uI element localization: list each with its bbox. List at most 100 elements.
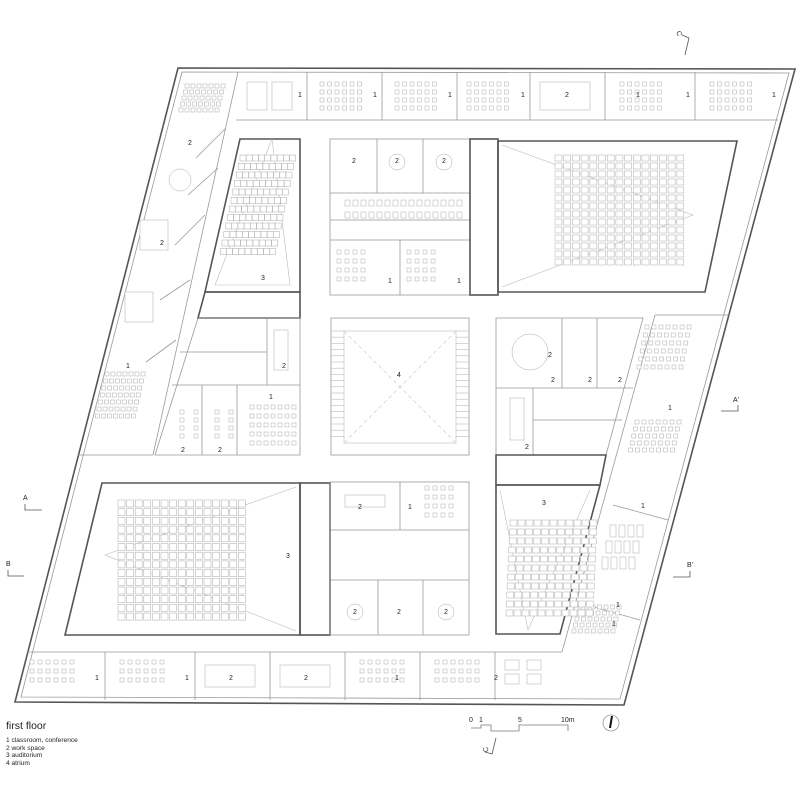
seat — [598, 234, 606, 242]
seat — [481, 97, 487, 103]
seat — [642, 89, 647, 95]
seat — [104, 371, 110, 377]
seat — [532, 555, 540, 563]
seat — [531, 573, 539, 581]
seat — [227, 239, 235, 247]
seat — [169, 543, 177, 551]
seat — [607, 616, 612, 622]
seat — [357, 81, 362, 87]
seat — [248, 171, 256, 179]
seat — [586, 600, 594, 608]
seat — [580, 154, 589, 162]
seat — [277, 440, 283, 446]
seat — [104, 399, 109, 405]
seat — [135, 659, 141, 665]
room-number-label: 1 — [457, 278, 461, 285]
seat — [152, 543, 160, 551]
seat — [117, 517, 126, 525]
seat — [220, 83, 226, 89]
seat — [152, 525, 160, 534]
seat — [225, 222, 232, 230]
seat — [641, 178, 650, 186]
seat — [514, 591, 523, 599]
seat — [160, 612, 169, 621]
seat — [615, 194, 624, 202]
seat — [203, 525, 212, 534]
seat — [589, 250, 598, 258]
seat — [195, 534, 203, 543]
seat — [424, 211, 431, 219]
seat — [578, 600, 586, 608]
seat — [246, 180, 254, 187]
seat — [739, 89, 745, 95]
seat — [244, 248, 252, 255]
seat — [641, 234, 650, 242]
seat — [127, 668, 133, 674]
section-label: A' — [733, 397, 739, 404]
seat — [572, 258, 580, 266]
seat — [126, 543, 134, 551]
conference-table — [246, 81, 268, 111]
seat — [235, 205, 242, 213]
seat — [422, 276, 428, 282]
seat — [671, 364, 677, 370]
seat — [134, 517, 143, 525]
seat — [232, 248, 239, 255]
seat — [195, 560, 203, 569]
room-number-label: 2 — [353, 609, 357, 616]
seat — [424, 503, 430, 509]
seat — [615, 202, 624, 210]
seat — [169, 508, 177, 516]
seat — [267, 171, 274, 179]
room-number-label: 3 — [542, 500, 546, 507]
seat — [666, 356, 671, 362]
seat — [646, 348, 652, 354]
seat — [284, 413, 290, 419]
seat — [160, 499, 169, 508]
seat — [650, 364, 656, 370]
seat — [580, 555, 588, 563]
seat — [29, 677, 35, 683]
seat — [563, 242, 571, 250]
seat — [270, 431, 276, 437]
seat — [579, 573, 587, 581]
seat — [231, 222, 239, 230]
seat — [143, 668, 149, 674]
seat — [211, 95, 217, 101]
seat — [458, 677, 464, 683]
seat — [724, 81, 730, 87]
seat — [664, 332, 669, 338]
seat — [61, 677, 67, 683]
seat — [667, 218, 676, 226]
seat — [458, 668, 464, 674]
seat — [143, 534, 152, 543]
seat — [238, 188, 246, 196]
seat — [126, 578, 134, 586]
seat — [565, 528, 573, 536]
seat — [631, 433, 637, 439]
auditorium-bottom-right — [495, 484, 602, 635]
room-number-label: 2 — [218, 447, 222, 454]
seat — [634, 105, 640, 111]
seat — [152, 508, 160, 516]
seat — [177, 525, 186, 534]
seat — [639, 348, 645, 354]
seat — [359, 668, 365, 674]
seat — [538, 582, 547, 590]
seat — [160, 551, 169, 560]
room-number-label: 4 — [397, 372, 401, 379]
seat — [652, 356, 657, 362]
seat — [618, 524, 626, 538]
seat — [481, 81, 487, 87]
seat — [674, 348, 680, 354]
seat — [571, 564, 580, 572]
seat — [659, 154, 667, 162]
seat — [219, 248, 227, 255]
seat — [140, 371, 146, 377]
seat — [570, 591, 579, 599]
seat — [203, 560, 212, 569]
seat — [647, 426, 652, 432]
seat — [342, 105, 347, 111]
seat — [633, 194, 641, 202]
